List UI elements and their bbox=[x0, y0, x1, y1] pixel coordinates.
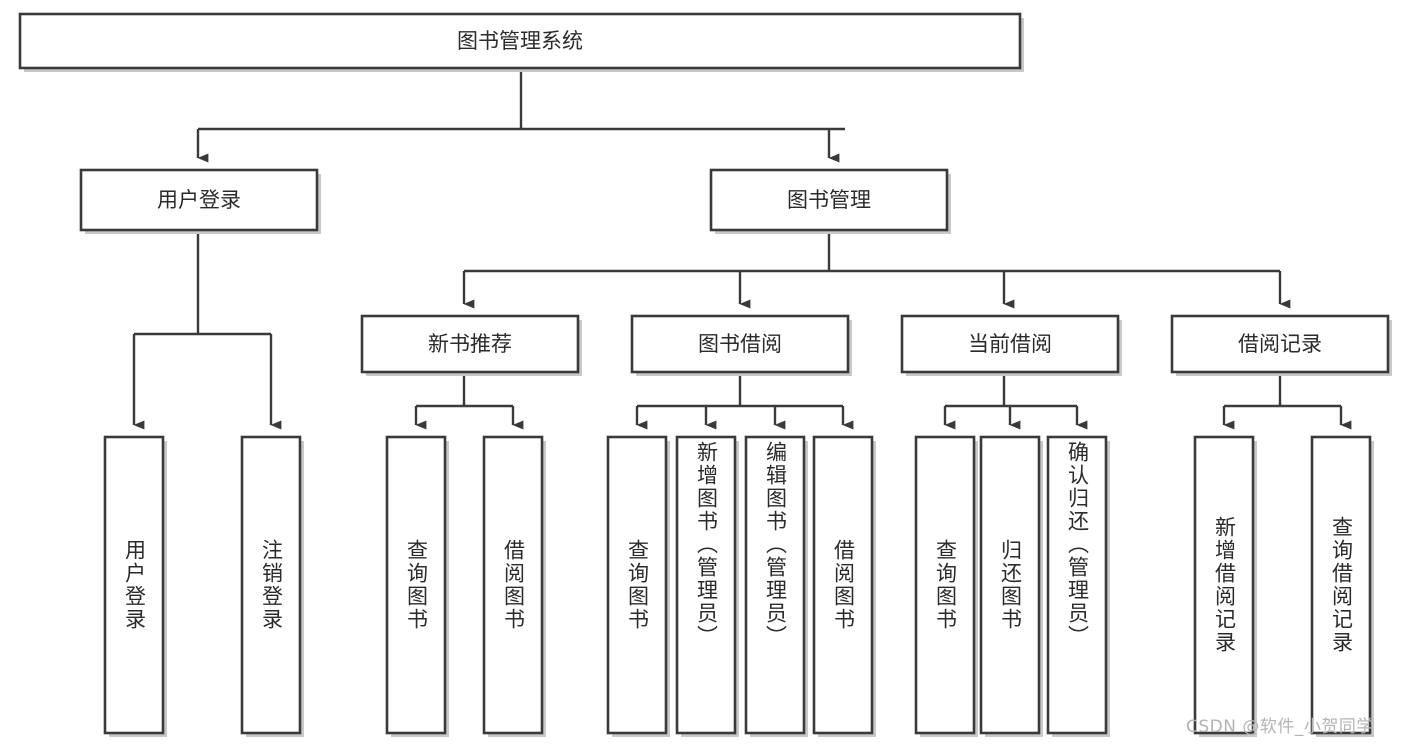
node-new-book-recommend[interactable]: 新书推荐 bbox=[360, 314, 582, 376]
leaf-box-borrow-book-2[interactable] bbox=[812, 435, 876, 737]
node-root[interactable]: 图书管理系统 bbox=[18, 12, 1024, 72]
leaf-box-query-book-1[interactable] bbox=[385, 435, 449, 737]
connector-group-user-login bbox=[132, 232, 282, 430]
leaf-box-return-book[interactable] bbox=[979, 435, 1043, 737]
leaf-box-add-record[interactable] bbox=[1193, 435, 1257, 737]
node-user-login[interactable]: 用户登录 bbox=[79, 168, 321, 234]
node-new-book-recommend-label: 新书推荐 bbox=[428, 332, 512, 356]
node-borrow-record[interactable]: 借阅记录 bbox=[1170, 314, 1392, 376]
leaf-box-borrow-book-1[interactable] bbox=[482, 435, 546, 737]
leaf-box-query-book-2[interactable] bbox=[606, 435, 670, 737]
node-book-management-label: 图书管理 bbox=[787, 188, 871, 212]
node-user-login-label: 用户登录 bbox=[157, 188, 241, 212]
leaf-box-query-book-3[interactable] bbox=[914, 435, 978, 737]
leaf-box-logout[interactable] bbox=[240, 435, 304, 737]
node-current-borrow[interactable]: 当前借阅 bbox=[900, 314, 1122, 376]
node-book-borrow-label: 图书借阅 bbox=[698, 332, 782, 356]
connector-group-record bbox=[1222, 374, 1352, 430]
leaf-box-query-record[interactable] bbox=[1310, 435, 1374, 737]
leaf-box-user-login[interactable] bbox=[103, 435, 167, 737]
node-root-label: 图书管理系统 bbox=[457, 29, 583, 53]
leaf-box-group bbox=[103, 435, 1374, 737]
connector-group-root bbox=[196, 70, 845, 163]
node-book-borrow[interactable]: 图书借阅 bbox=[630, 314, 852, 376]
node-book-management[interactable]: 图书管理 bbox=[709, 168, 951, 234]
watermark: CSDN @软件_小贺同学 bbox=[1186, 717, 1374, 737]
leaf-box-confirm-return[interactable] bbox=[1046, 435, 1110, 737]
connector-group-current bbox=[943, 374, 1088, 430]
node-borrow-record-label: 借阅记录 bbox=[1238, 332, 1322, 356]
leaf-box-add-book[interactable] bbox=[675, 435, 739, 737]
leaf-box-edit-book[interactable] bbox=[744, 435, 808, 737]
connector-group-book-mgmt bbox=[462, 232, 1291, 309]
connector-group-borrow bbox=[635, 374, 854, 430]
connector-group-newbook bbox=[414, 374, 524, 430]
node-current-borrow-label: 当前借阅 bbox=[968, 332, 1052, 356]
